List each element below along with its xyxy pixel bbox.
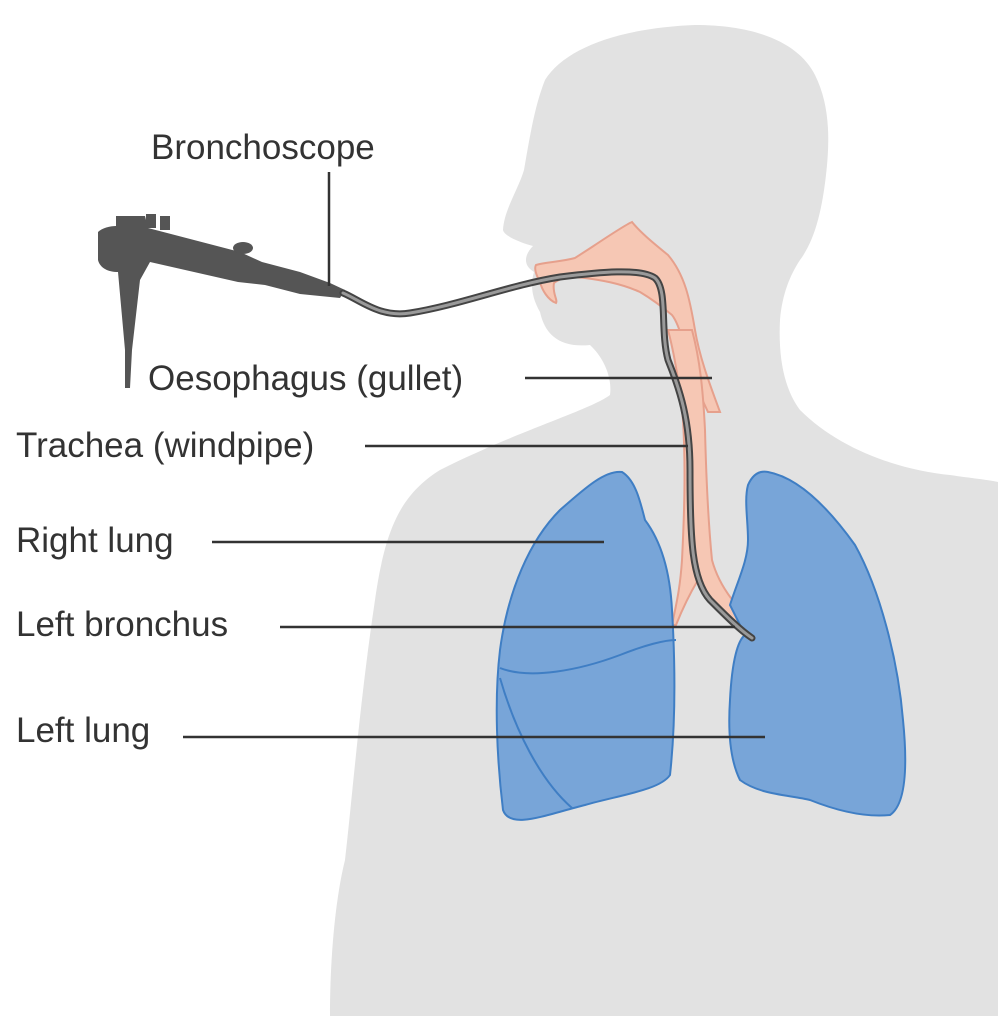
bronchoscope-valve: [233, 242, 253, 254]
right-lung: [495, 470, 676, 821]
body-silhouette: [330, 25, 998, 1016]
bronchoscope-handle: [98, 216, 345, 388]
label-right-lung: Right lung: [16, 521, 174, 560]
label-left-lung: Left lung: [16, 711, 150, 750]
left-lung: [728, 470, 907, 817]
bronchoscope-device: [98, 214, 756, 642]
bronchoscope-buttons-2: [160, 216, 170, 230]
right-lung-fissure-horizontal: [499, 639, 677, 675]
label-oesophagus: Oesophagus (gullet): [148, 359, 463, 398]
bronchoscope-tube-highlight: [341, 270, 754, 640]
right-lung-fissure-oblique: [499, 677, 573, 809]
label-trachea: Trachea (windpipe): [16, 426, 314, 465]
bronchoscope-buttons: [146, 214, 156, 228]
label-left-bronchus: Left bronchus: [16, 605, 228, 644]
label-bronchoscope: Bronchoscope: [151, 128, 375, 167]
